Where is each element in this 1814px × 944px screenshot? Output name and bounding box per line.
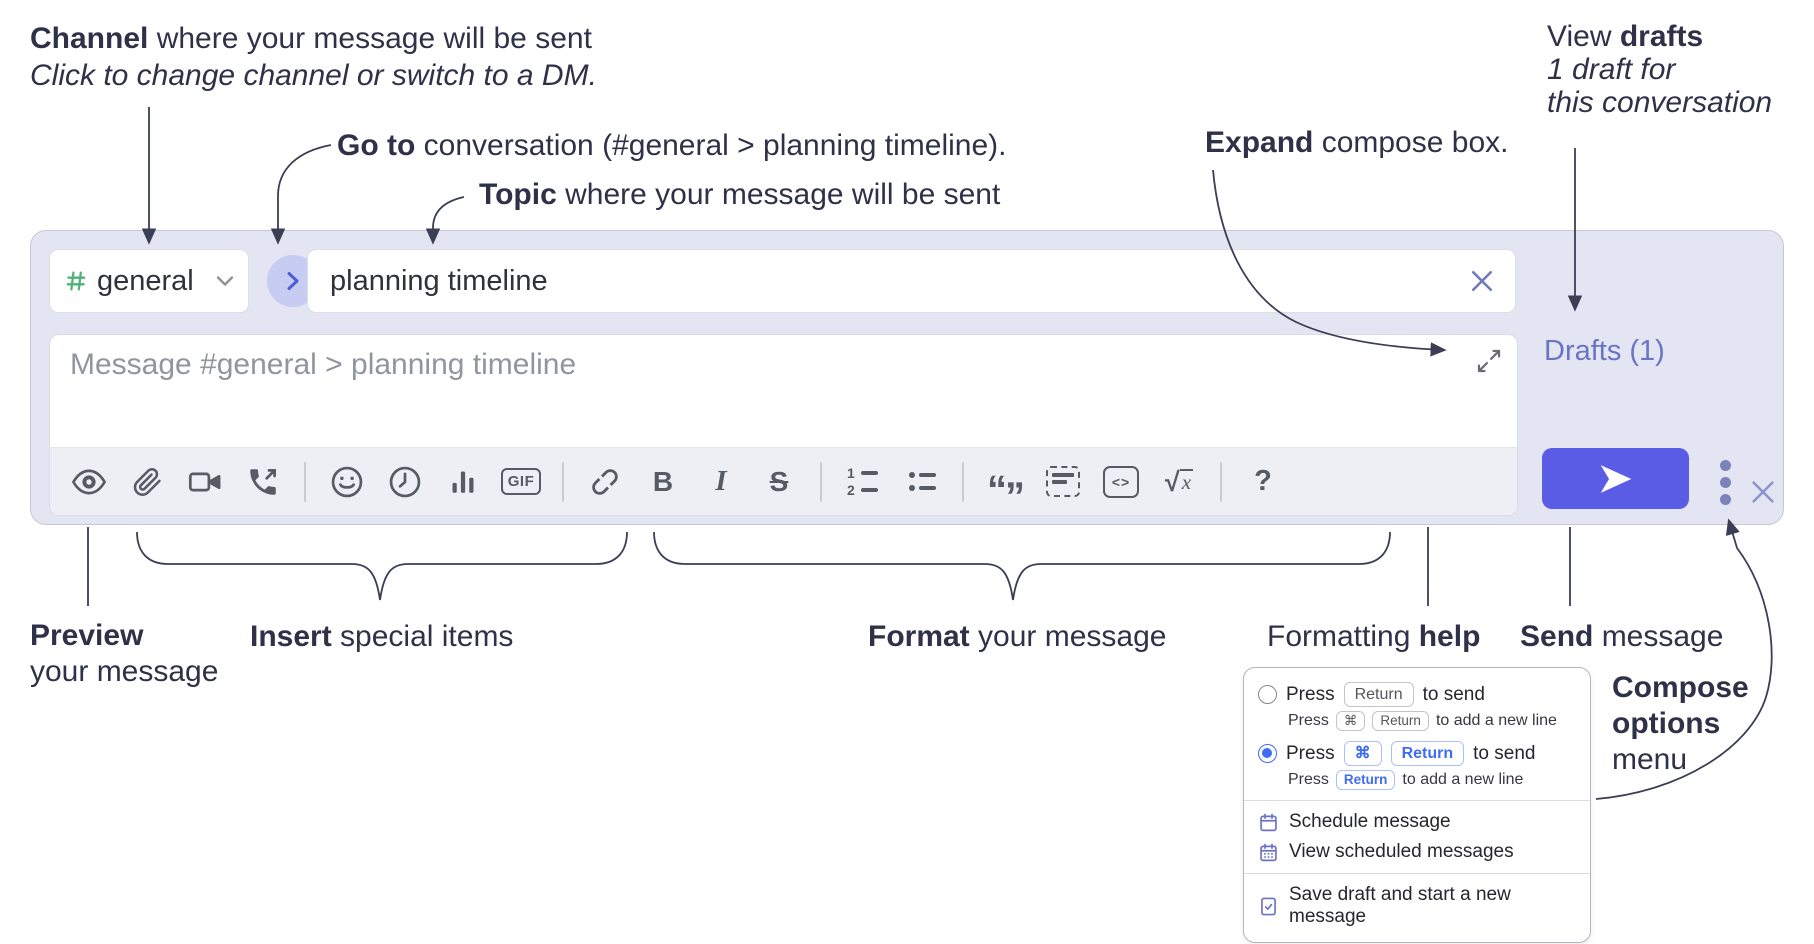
channel-note: Channel where your message will be sent …: [30, 22, 597, 92]
option-cmd-enter-sends-sub: Press Return to add a new line: [1288, 770, 1524, 790]
toolbar-divider: [304, 461, 306, 502]
math-icon[interactable]: √x: [1164, 466, 1194, 497]
radio-unselected[interactable]: [1258, 685, 1277, 704]
key-cmd: ⌘: [1335, 711, 1366, 731]
gif-icon[interactable]: GIF: [496, 457, 546, 507]
topic-note: Topic where your message will be sent: [479, 178, 1001, 211]
view-drafts-note: View drafts 1 draft for this conversatio…: [1547, 20, 1773, 119]
attach-paperclip-icon[interactable]: [122, 457, 172, 507]
bulleted-list-icon[interactable]: [896, 457, 946, 507]
help-question-icon[interactable]: ?: [1254, 465, 1272, 497]
drafts-link[interactable]: Drafts (1): [1544, 335, 1665, 367]
channel-selector[interactable]: general: [49, 249, 249, 313]
goto-note: Go to conversation (#general > planning …: [337, 129, 1007, 162]
close-compose-icon[interactable]: [1748, 477, 1778, 507]
vertical-ellipsis-icon: [1719, 459, 1731, 471]
menu-item-view-scheduled[interactable]: View scheduled messages: [1258, 841, 1578, 863]
brace-insert: [136, 531, 628, 601]
italic-icon[interactable]: I: [715, 465, 727, 497]
topic-clear-icon[interactable]: [1467, 266, 1497, 296]
preview-note: Preview your message: [30, 619, 219, 688]
vertical-ellipsis-icon: [1719, 493, 1731, 505]
compose-options-menu-button[interactable]: [1706, 459, 1744, 505]
radio-selected[interactable]: [1258, 744, 1277, 763]
popup-divider: [1244, 800, 1590, 801]
option-cmd-enter-sends[interactable]: Press ⌘ Return to send: [1258, 741, 1578, 766]
quote-icon[interactable]: “”: [987, 467, 1025, 519]
send-button[interactable]: [1542, 448, 1689, 509]
menu-item-save-draft[interactable]: Save draft and start a new message: [1258, 884, 1578, 928]
paper-plane-icon: [1600, 464, 1631, 493]
message-placeholder: Message #general > planning timeline: [70, 348, 577, 381]
poll-bar-chart-icon[interactable]: [438, 457, 488, 507]
arrow-goto: [270, 144, 332, 245]
emoji-smiley-icon[interactable]: [322, 457, 372, 507]
topic-value: planning timeline: [330, 264, 548, 297]
vertical-ellipsis-icon: [1719, 476, 1731, 488]
calendar-icon: [1260, 813, 1277, 831]
toolbar-divider: [562, 461, 564, 502]
link-icon[interactable]: [580, 457, 630, 507]
formatting-help-note: Formatting help: [1267, 620, 1481, 653]
key-return: Return: [1372, 711, 1429, 731]
popup-divider: [1244, 873, 1590, 874]
compose-toolbar: GIF B I S: [50, 447, 1517, 519]
numbered-list-icon[interactable]: 1 2: [838, 457, 888, 507]
expand-note: Expand compose box.: [1205, 126, 1509, 159]
topic-input[interactable]: planning timeline: [307, 249, 1516, 313]
key-return: Return: [1390, 741, 1465, 766]
video-call-icon[interactable]: [180, 457, 230, 507]
menu-item-schedule-message[interactable]: Schedule message: [1258, 811, 1578, 833]
brace-format: [653, 531, 1391, 601]
strikethrough-icon[interactable]: S: [769, 465, 789, 497]
toolbar-divider: [820, 461, 822, 502]
bold-icon[interactable]: B: [652, 465, 674, 497]
message-textarea[interactable]: Message #general > planning timeline: [50, 335, 1517, 448]
send-note: Send message: [1520, 620, 1724, 653]
expand-compose-icon[interactable]: [1475, 347, 1503, 375]
chevron-right-icon: [287, 272, 299, 290]
key-cmd: ⌘: [1343, 741, 1382, 766]
calendar-grid-icon: [1260, 843, 1277, 861]
option-enter-sends[interactable]: Press Return to send: [1258, 682, 1578, 707]
voice-call-icon[interactable]: [238, 457, 288, 507]
key-return: Return: [1343, 682, 1414, 707]
compose-options-note: Compose options menu: [1612, 671, 1749, 776]
toolbar-divider: [1220, 461, 1222, 502]
insert-note: Insert special items: [250, 620, 514, 653]
document-check-icon: [1261, 897, 1276, 915]
toolbar-divider: [962, 461, 964, 502]
format-note: Format your message: [868, 620, 1167, 653]
compose-box: general planning timeline Message #gener…: [30, 230, 1784, 525]
channel-name: general: [97, 264, 194, 297]
channel-hash-icon: [66, 271, 86, 291]
message-box: Message #general > planning timeline: [49, 334, 1518, 519]
time-clock-icon[interactable]: [380, 457, 430, 507]
code-icon[interactable]: <>: [1096, 457, 1146, 507]
option-enter-sends-sub: Press ⌘ Return to add a new line: [1288, 711, 1557, 731]
compose-options-popup: Press Return to send Press ⌘ Return to a…: [1243, 667, 1591, 943]
preview-eye-icon[interactable]: [64, 457, 114, 507]
key-return: Return: [1335, 770, 1396, 790]
spoiler-icon[interactable]: [1038, 457, 1088, 507]
chevron-down-icon: [216, 276, 234, 286]
